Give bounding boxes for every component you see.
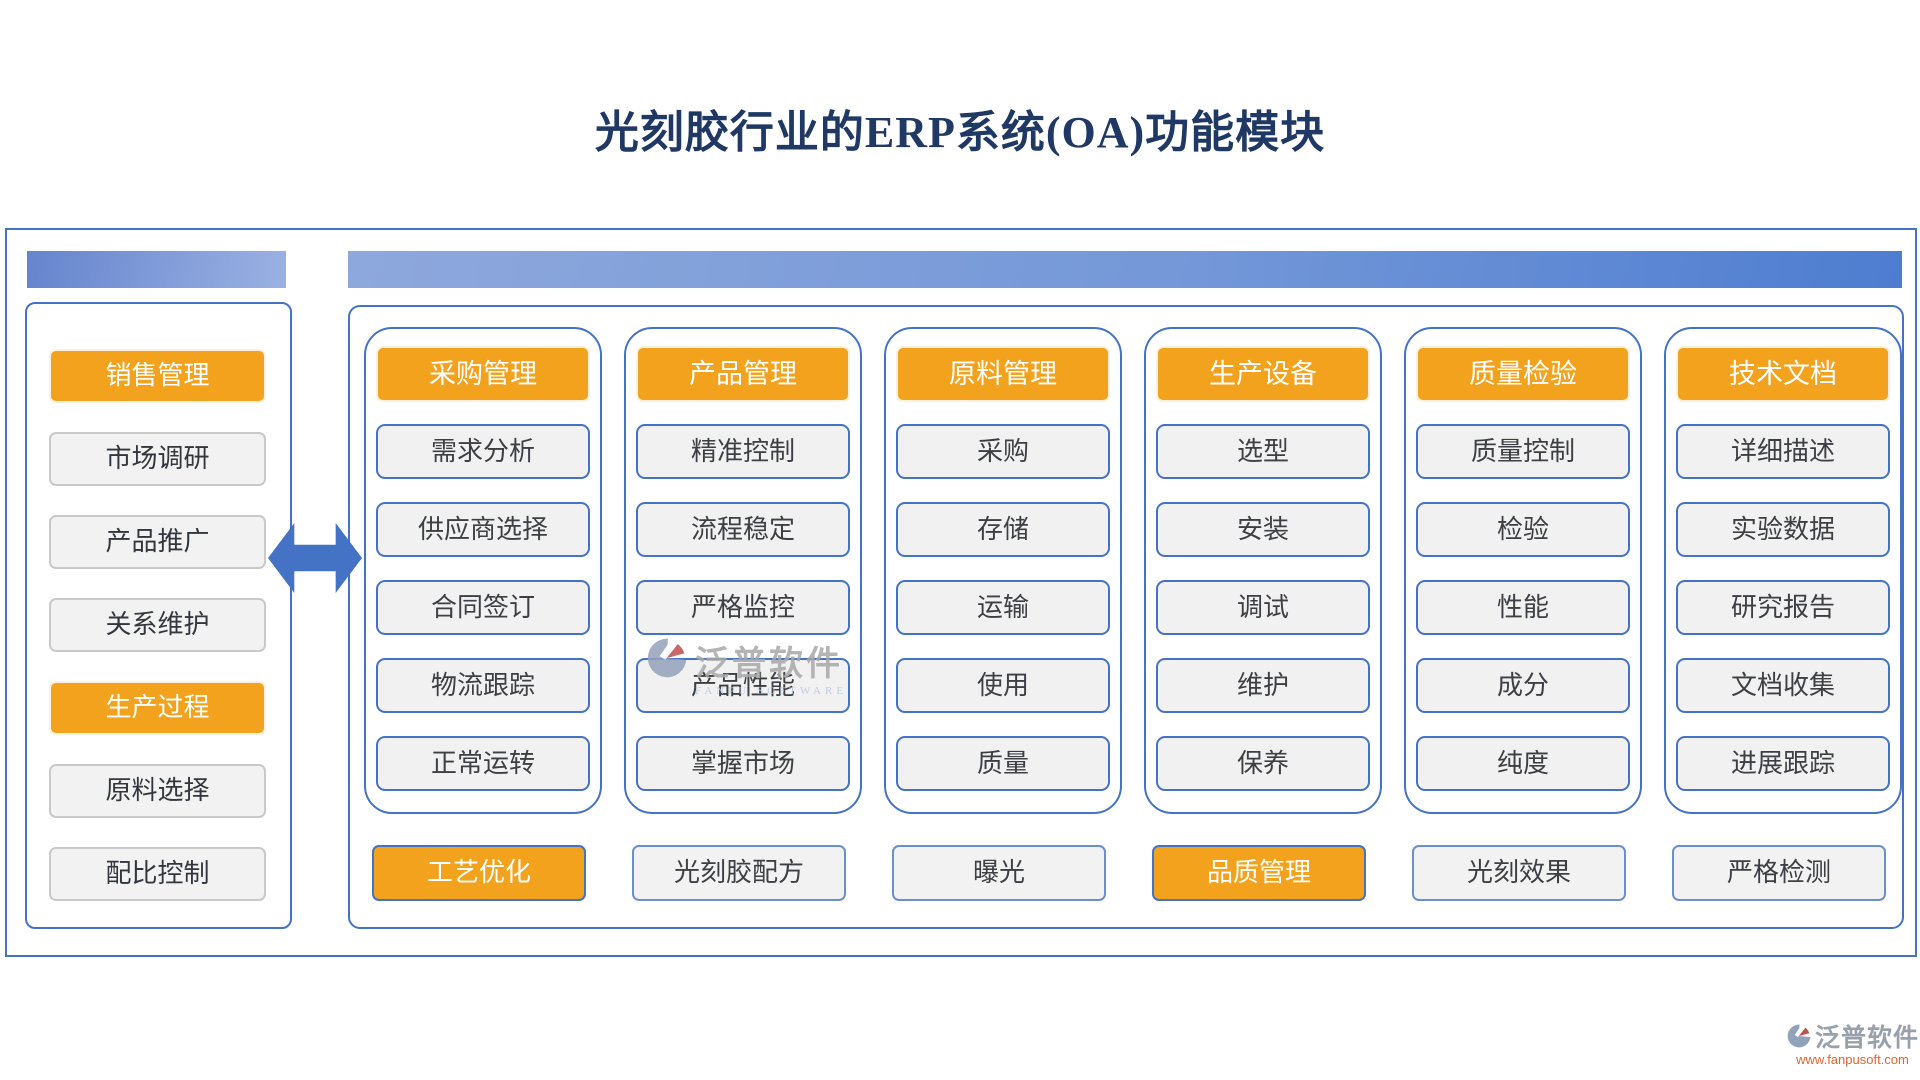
- item-quality[interactable]: 质量: [896, 736, 1110, 791]
- main-header-bar: [348, 251, 1902, 288]
- sidebar-item-sales-management[interactable]: 销售管理: [49, 349, 266, 403]
- bottom-item-photoresist-formula[interactable]: 光刻胶配方: [632, 845, 846, 901]
- page-title: 光刻胶行业的ERP系统(OA)功能模块: [594, 108, 1326, 157]
- column-header-quality-inspection[interactable]: 质量检验: [1416, 346, 1630, 402]
- item-progress-tracking[interactable]: 进展跟踪: [1676, 736, 1890, 791]
- column-header-product[interactable]: 产品管理: [636, 346, 850, 402]
- column-header-technical-documents[interactable]: 技术文档: [1676, 346, 1890, 402]
- item-detailed-description[interactable]: 详细描述: [1676, 424, 1890, 479]
- bottom-item-exposure[interactable]: 曝光: [892, 845, 1106, 901]
- sidebar-item-relationship-maintenance[interactable]: 关系维护: [49, 598, 266, 652]
- column-header-procurement[interactable]: 采购管理: [376, 346, 590, 402]
- item-document-collection[interactable]: 文档收集: [1676, 658, 1890, 713]
- sidebar-panel: 销售管理 市场调研 产品推广 关系维护 生产过程 原料选择 配比控制: [25, 302, 292, 929]
- column-raw-material-management: 原料管理 采购 存储 运输 使用 质量: [884, 327, 1122, 814]
- column-production-equipment: 生产设备 选型 安装 调试 维护 保养: [1144, 327, 1382, 814]
- item-strict-monitoring[interactable]: 严格监控: [636, 580, 850, 635]
- item-normal-operation[interactable]: 正常运转: [376, 736, 590, 791]
- item-demand-analysis[interactable]: 需求分析: [376, 424, 590, 479]
- item-logistics-tracking[interactable]: 物流跟踪: [376, 658, 590, 713]
- item-supplier-selection[interactable]: 供应商选择: [376, 502, 590, 557]
- sidebar-item-product-promotion[interactable]: 产品推广: [49, 515, 266, 569]
- item-experimental-data[interactable]: 实验数据: [1676, 502, 1890, 557]
- item-product-performance[interactable]: 产品性能: [636, 658, 850, 713]
- bottom-item-process-optimization[interactable]: 工艺优化: [372, 845, 586, 901]
- sidebar-item-production-process[interactable]: 生产过程: [49, 681, 266, 735]
- item-grasp-market[interactable]: 掌握市场: [636, 736, 850, 791]
- item-purchase[interactable]: 采购: [896, 424, 1110, 479]
- item-process-stability[interactable]: 流程稳定: [636, 502, 850, 557]
- item-composition[interactable]: 成分: [1416, 658, 1630, 713]
- bottom-item-lithography-effect[interactable]: 光刻效果: [1412, 845, 1626, 901]
- item-model-selection[interactable]: 选型: [1156, 424, 1370, 479]
- column-product-management: 产品管理 精准控制 流程稳定 严格监控 产品性能 掌握市场: [624, 327, 862, 814]
- item-storage[interactable]: 存储: [896, 502, 1110, 557]
- bottom-item-strict-testing[interactable]: 严格检测: [1672, 845, 1886, 901]
- item-debugging[interactable]: 调试: [1156, 580, 1370, 635]
- item-contract-signing[interactable]: 合同签订: [376, 580, 590, 635]
- watermark-corner-url: www.fanpusoft.com: [1796, 1052, 1909, 1067]
- watermark-corner-brand: 泛普软件: [1815, 1025, 1920, 1052]
- sidebar-header-bar: [27, 251, 286, 288]
- sidebar-item-market-research[interactable]: 市场调研: [49, 432, 266, 486]
- sidebar-item-raw-material-selection[interactable]: 原料选择: [49, 764, 266, 818]
- sidebar-item-ratio-control[interactable]: 配比控制: [49, 847, 266, 901]
- column-header-raw-material[interactable]: 原料管理: [896, 346, 1110, 402]
- watermark-corner: 泛普软件 www.fanpusoft.com: [1786, 1018, 1919, 1067]
- item-performance[interactable]: 性能: [1416, 580, 1630, 635]
- main-panel: 采购管理 需求分析 供应商选择 合同签订 物流跟踪 正常运转 产品管理 精准控制…: [348, 305, 1904, 929]
- item-purity[interactable]: 纯度: [1416, 736, 1630, 791]
- column-technical-documents: 技术文档 详细描述 实验数据 研究报告 文档收集 进展跟踪: [1664, 327, 1902, 814]
- column-quality-inspection: 质量检验 质量控制 检验 性能 成分 纯度: [1404, 327, 1642, 814]
- item-upkeep[interactable]: 保养: [1156, 736, 1370, 791]
- item-installation[interactable]: 安装: [1156, 502, 1370, 557]
- item-inspection[interactable]: 检验: [1416, 502, 1630, 557]
- bottom-item-quality-management[interactable]: 品质管理: [1152, 845, 1366, 901]
- column-procurement-management: 采购管理 需求分析 供应商选择 合同签订 物流跟踪 正常运转: [364, 327, 602, 814]
- fanpu-logo-icon-small: [1787, 1024, 1811, 1048]
- item-precise-control[interactable]: 精准控制: [636, 424, 850, 479]
- item-maintenance[interactable]: 维护: [1156, 658, 1370, 713]
- item-research-report[interactable]: 研究报告: [1676, 580, 1890, 635]
- item-transport[interactable]: 运输: [896, 580, 1110, 635]
- column-header-equipment[interactable]: 生产设备: [1156, 346, 1370, 402]
- item-usage[interactable]: 使用: [896, 658, 1110, 713]
- item-quality-control[interactable]: 质量控制: [1416, 424, 1630, 479]
